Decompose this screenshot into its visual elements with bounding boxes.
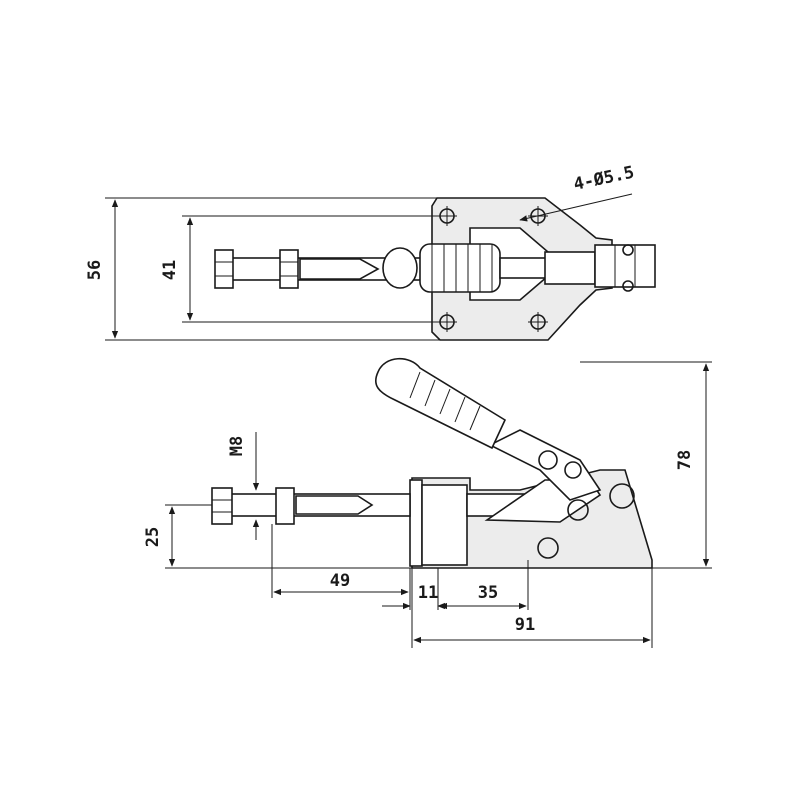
dim-m8: M8 [227,436,247,456]
top-lock-nut [279,249,299,289]
side-handle-pivot [538,450,558,470]
top-thread-tip [299,258,380,280]
dim-35: 35 [478,583,498,603]
side-pivot-b [609,483,635,509]
top-ball-knob [382,247,418,289]
side-thread-tip [295,495,374,515]
side-guide-block [421,484,468,566]
dim-41: 41 [160,260,180,280]
dim-11: 11 [418,583,438,603]
side-handle-pin [564,461,582,479]
top-spring [419,243,501,293]
dim-56: 56 [85,260,105,280]
side-hex-head [211,487,233,525]
dim-91: 91 [515,615,535,635]
dim-78: 78 [675,450,695,470]
side-handle-grip [374,357,507,450]
dim-hole-spec: 4-Ø5.5 [572,163,636,195]
top-handle-end [594,244,656,288]
side-pivot-a [567,499,589,521]
top-view: 56 41 4-Ø5.5 [85,163,656,341]
top-hex-head [214,249,234,289]
side-flange [409,479,423,567]
dim-49: 49 [330,571,350,591]
top-clevis [544,251,596,285]
mounting-holes-top [437,206,548,332]
dim-25: 25 [143,527,163,547]
side-view: 78 M8 25 49 11 35 91 [143,357,712,648]
side-mount-hole [537,537,559,559]
side-lock-nut [275,487,295,525]
